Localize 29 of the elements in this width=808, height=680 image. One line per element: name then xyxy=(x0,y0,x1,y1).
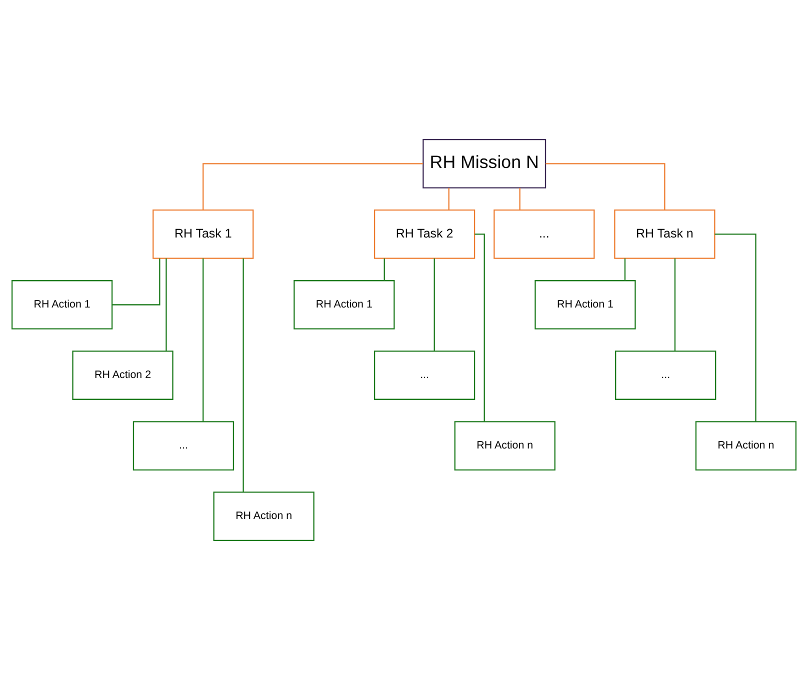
node-box: RH Action 1 xyxy=(12,280,113,330)
connector xyxy=(242,258,244,492)
connector xyxy=(202,258,204,422)
connector xyxy=(448,188,450,210)
connector xyxy=(434,258,435,352)
connector xyxy=(166,258,167,352)
connector xyxy=(546,163,666,210)
node-box: RH Action n xyxy=(213,492,314,541)
connector xyxy=(714,234,756,422)
node-box: ... xyxy=(615,350,716,400)
connector xyxy=(519,188,520,210)
node-box: ... xyxy=(374,350,476,400)
node-box: RH Task 2 xyxy=(374,210,476,259)
node-box: RH Action 2 xyxy=(72,350,174,400)
node-box: RH Task n xyxy=(614,210,716,259)
connector xyxy=(474,234,485,422)
node-box: RH Action 1 xyxy=(534,280,636,330)
node-box: RH Action 1 xyxy=(294,280,395,330)
node-box: RH Task 1 xyxy=(152,210,254,259)
node-box: RH Action n xyxy=(695,421,796,470)
connector xyxy=(384,258,385,280)
node-box: ... xyxy=(132,421,234,470)
connector xyxy=(624,258,626,280)
connector xyxy=(112,258,160,306)
node-box: RH Action n xyxy=(454,421,556,470)
connector xyxy=(674,258,676,352)
node-box: ... xyxy=(494,210,595,259)
connector xyxy=(202,163,423,210)
node-box: RH Mission N xyxy=(422,138,546,188)
